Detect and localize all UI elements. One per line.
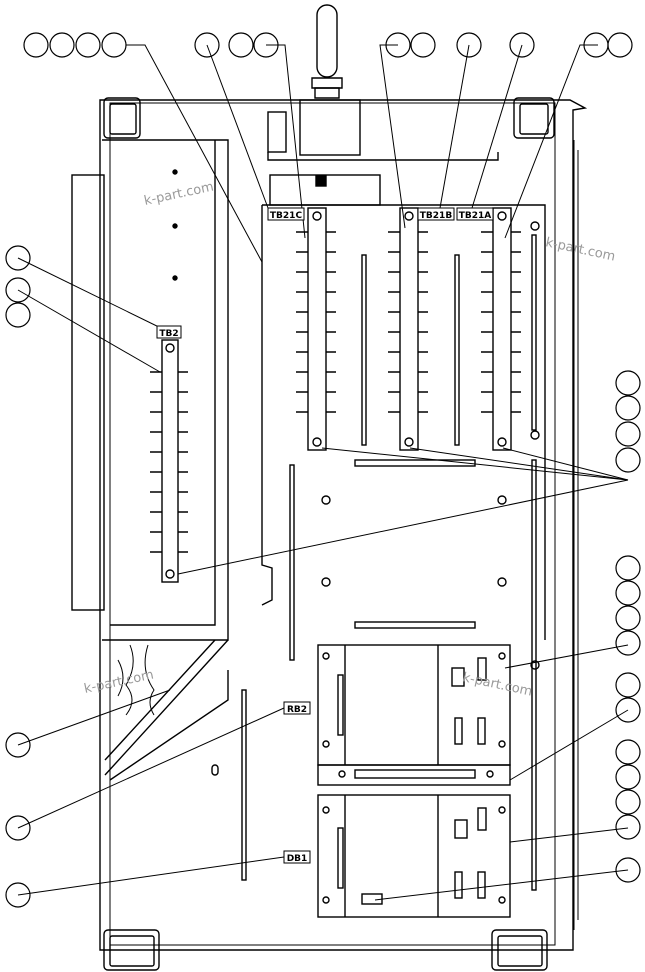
callout-top-group-3 (385, 32, 411, 58)
callout-top-group-2 (228, 32, 254, 58)
callout-right-bottom (615, 580, 641, 606)
callout-top-group-1 (101, 32, 127, 58)
label-db1: DB1 (287, 854, 308, 864)
label-tb2: TB2 (159, 329, 178, 339)
callout-right-bottom (615, 630, 641, 656)
relay-board-lower (317, 764, 511, 918)
callout-top-group-1 (75, 32, 101, 58)
watermark-4: k-part.com (461, 670, 533, 699)
callout-right-top (615, 395, 641, 421)
terminal-block-tb21b (388, 207, 428, 451)
watermark-3: k-part.com (83, 668, 155, 697)
terminal-block-tb2 (150, 339, 188, 583)
label-tb21a: TB21A (459, 211, 492, 221)
callout-top-group-2 (253, 32, 279, 58)
label-tb21b: TB21B (420, 211, 453, 221)
callout-right-top (615, 447, 641, 473)
leader-lines (17, 44, 629, 901)
terminal-block-tb21c (296, 207, 336, 451)
label-rb2: RB2 (287, 705, 307, 715)
callout-left-bottom (5, 882, 31, 908)
callout-left-bottom (5, 732, 31, 758)
terminal-block-tb21a (481, 207, 521, 451)
callout-left-top (5, 277, 31, 303)
callout-right-top (615, 421, 641, 447)
callout-left-top (5, 302, 31, 328)
mounting-plate (211, 204, 546, 891)
callout-right-bottom (615, 672, 641, 698)
callout-left-top (5, 245, 31, 271)
callout-right-bottom (615, 789, 641, 815)
callout-circles (5, 32, 641, 908)
callout-top-single-3 (509, 32, 535, 58)
callout-right-top (615, 370, 641, 396)
callout-right-bottom (615, 814, 641, 840)
label-tb21c: TB21C (270, 211, 303, 221)
callout-right-bottom (615, 857, 641, 883)
callout-right-bottom (615, 764, 641, 790)
callout-right-bottom (615, 555, 641, 581)
relay-board-upper (317, 644, 511, 766)
callout-top-single-1 (194, 32, 220, 58)
left-duct (71, 139, 229, 781)
callout-top-single-2 (456, 32, 482, 58)
callout-right-bottom (615, 605, 641, 631)
cabinet-outline (99, 97, 588, 971)
callout-top-group-1 (49, 32, 75, 58)
watermark-1: k-part.com (143, 180, 215, 209)
callout-right-bottom (615, 697, 641, 723)
callout-left-bottom (5, 815, 31, 841)
cable-bundle (117, 644, 155, 716)
callout-top-group-3 (410, 32, 436, 58)
label-boxes (156, 207, 494, 864)
callout-top-group-4 (607, 32, 633, 58)
callout-top-group-1 (23, 32, 49, 58)
callout-right-bottom (615, 739, 641, 765)
